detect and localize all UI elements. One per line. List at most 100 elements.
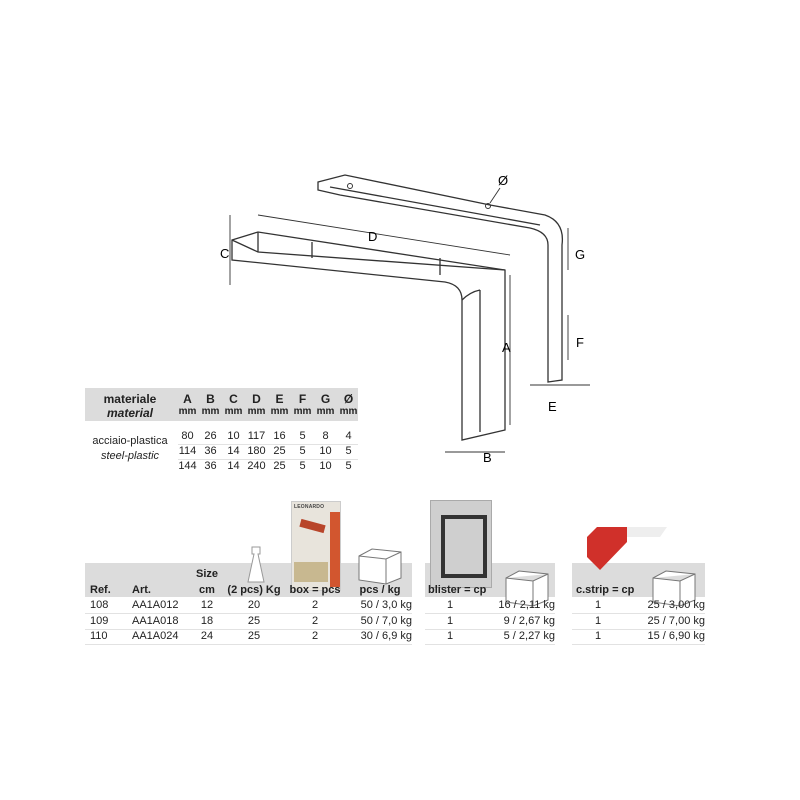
dim-column-unit: mm xyxy=(293,406,312,417)
row-divider xyxy=(178,444,358,445)
label-d: D xyxy=(368,229,377,244)
header-size-unit: cm xyxy=(199,584,215,596)
dim-cell: 5 xyxy=(299,430,306,442)
cell-blister: 1 xyxy=(446,614,454,627)
dim-column-unit: mm xyxy=(316,406,335,417)
dim-cell: 16 xyxy=(273,430,286,442)
dim-column-header: Ø xyxy=(343,392,354,406)
dim-column-header: D xyxy=(252,392,261,406)
box-icon xyxy=(652,570,696,607)
row-divider xyxy=(572,644,705,645)
label-a: A xyxy=(502,340,511,355)
weight-icon xyxy=(247,546,265,583)
cell-strip: 1 xyxy=(594,599,602,611)
cell-load: 25 xyxy=(247,630,261,642)
cell-blister: 1 xyxy=(446,599,454,611)
label-g: G xyxy=(575,247,585,262)
dim-cell: 240 xyxy=(247,460,266,472)
row-divider xyxy=(425,644,555,645)
dim-column-unit: mm xyxy=(339,406,358,417)
dim-cell: 80 xyxy=(181,430,194,442)
material-header: materiale xyxy=(103,392,157,406)
dim-column-header: B xyxy=(206,392,215,406)
dim-column-unit: mm xyxy=(270,406,289,417)
row-divider xyxy=(85,628,412,630)
dim-cell: 4 xyxy=(345,430,352,442)
cell-ref: 110 xyxy=(90,630,108,642)
dim-cell: 117 xyxy=(247,430,266,442)
dim-cell: 8 xyxy=(322,430,329,442)
box-icon xyxy=(358,548,402,585)
dim-cell: 10 xyxy=(227,430,240,442)
cell-pcs-kg: 50 / 3,0 kg xyxy=(360,599,412,611)
row-divider xyxy=(85,613,412,614)
dim-cell: 180 xyxy=(247,445,266,457)
dim-column-header: E xyxy=(275,392,284,406)
row-divider xyxy=(425,628,555,630)
dim-cell: 10 xyxy=(319,460,332,472)
header-blister: blister = cp xyxy=(428,584,487,596)
label-c: C xyxy=(220,246,229,261)
cell-strip: 1 xyxy=(594,614,602,627)
cell-box: 2 xyxy=(311,599,319,611)
blister-package-image xyxy=(430,500,492,588)
material-name-en: steel-plastic xyxy=(100,450,160,462)
header-ref: Ref. xyxy=(90,584,111,596)
box-icon xyxy=(505,570,549,607)
row-divider xyxy=(572,613,705,614)
cell-pcs-kg: 50 / 7,0 kg xyxy=(360,614,412,627)
cell-strip-pcs-kg: 15 / 6,90 kg xyxy=(647,630,706,642)
cell-load: 20 xyxy=(247,599,261,611)
cell-ref: 109 xyxy=(90,614,109,627)
cell-size: 12 xyxy=(200,599,214,611)
package-logo-text: LEONARDO xyxy=(294,504,325,510)
dim-column-header: A xyxy=(183,392,192,406)
dim-column-unit: mm xyxy=(247,406,266,417)
cell-art: AA1A018 xyxy=(132,614,179,627)
bracket-diagram: C D A B Ø G F E xyxy=(220,173,590,465)
cell-load: 25 xyxy=(247,614,261,627)
header-size: Size xyxy=(195,568,218,580)
box-package-image: LEONARDO xyxy=(291,501,341,591)
row-divider xyxy=(572,628,705,630)
dim-cell: 5 xyxy=(299,445,306,457)
cell-art: AA1A012 xyxy=(132,599,179,611)
dim-cell: 5 xyxy=(345,445,352,457)
dim-column-unit: mm xyxy=(201,406,220,417)
dim-column-unit: mm xyxy=(178,406,197,417)
cell-blister-pcs-kg: 9 / 2,67 kg xyxy=(503,614,555,627)
strip-package-image xyxy=(587,527,667,570)
dim-cell: 36 xyxy=(204,445,217,457)
header-art: Art. xyxy=(132,584,151,596)
cell-art: AA1A024 xyxy=(132,630,179,642)
dim-cell: 25 xyxy=(273,460,286,472)
cell-ref: 108 xyxy=(90,599,109,611)
material-header-en: material xyxy=(106,406,154,420)
dim-cell: 25 xyxy=(273,445,286,457)
cell-blister: 1 xyxy=(446,630,454,642)
header-load: (2 pcs) Kg xyxy=(227,584,281,596)
dim-column-header: C xyxy=(229,392,238,406)
dim-cell: 114 xyxy=(178,445,197,457)
row-divider xyxy=(85,644,412,645)
cell-pcs-kg: 30 / 6,9 kg xyxy=(360,630,412,642)
dim-column-header: F xyxy=(298,392,307,406)
label-b: B xyxy=(483,450,492,465)
material-name: acciaio-plastica xyxy=(92,435,168,447)
row-divider xyxy=(425,613,555,614)
cell-blister-pcs-kg: 5 / 2,27 kg xyxy=(503,630,555,642)
label-e: E xyxy=(548,399,557,414)
dim-cell: 36 xyxy=(204,460,217,472)
header-box: box = pcs xyxy=(289,584,341,596)
label-f: F xyxy=(576,335,584,350)
cell-box: 2 xyxy=(311,614,319,627)
cell-box: 2 xyxy=(311,630,319,642)
dim-cell: 5 xyxy=(345,460,352,472)
cell-size: 24 xyxy=(200,630,214,642)
dim-cell: 26 xyxy=(204,430,217,442)
dim-cell: 144 xyxy=(178,460,197,472)
cell-strip: 1 xyxy=(594,630,602,642)
cell-size: 18 xyxy=(200,614,214,627)
dim-column-unit: mm xyxy=(224,406,243,417)
